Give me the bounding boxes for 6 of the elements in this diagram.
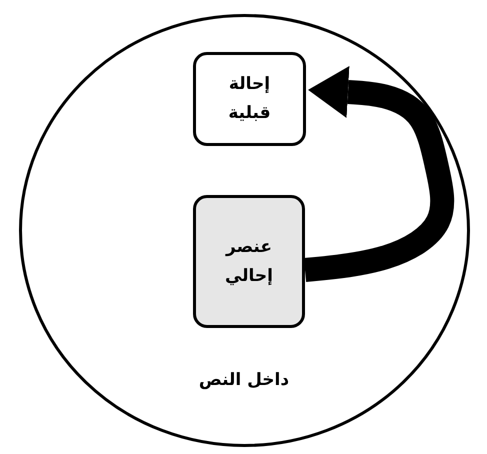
box-label: إحالة قبلية <box>227 73 272 125</box>
rounded-box <box>193 195 305 328</box>
circle-heading: داخل النص <box>198 369 290 392</box>
curved-arrow <box>304 66 454 282</box>
rounded-box <box>193 52 306 146</box>
box-label: عنصر إحالي <box>224 236 274 288</box>
